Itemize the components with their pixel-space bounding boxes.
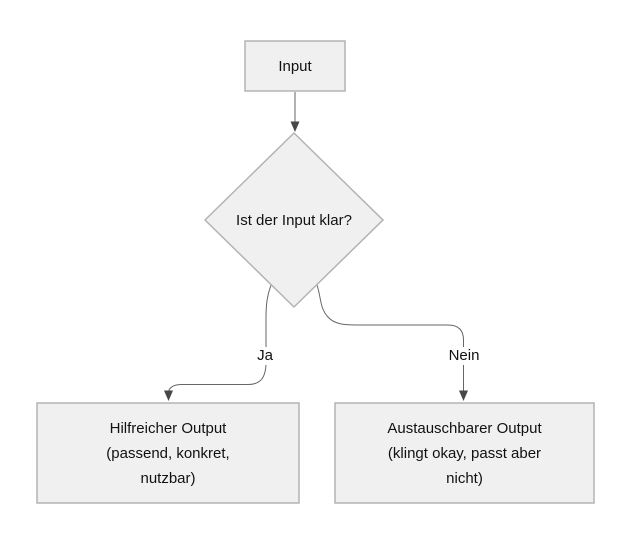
edge-line [316,284,464,392]
node-helpful-output [36,402,300,504]
edge-input-decision [290,92,300,132]
edge-decision-replaceable [316,284,468,401]
node-decision-diamond [203,131,385,309]
node-replaceable-output [334,402,595,504]
node-input [244,40,346,92]
arrowhead-down-icon [164,390,173,401]
arrowhead-down-icon [290,121,300,132]
edge-line [168,284,272,394]
arrowhead-down-icon [459,390,468,401]
edge-decision-helpful [164,284,272,401]
